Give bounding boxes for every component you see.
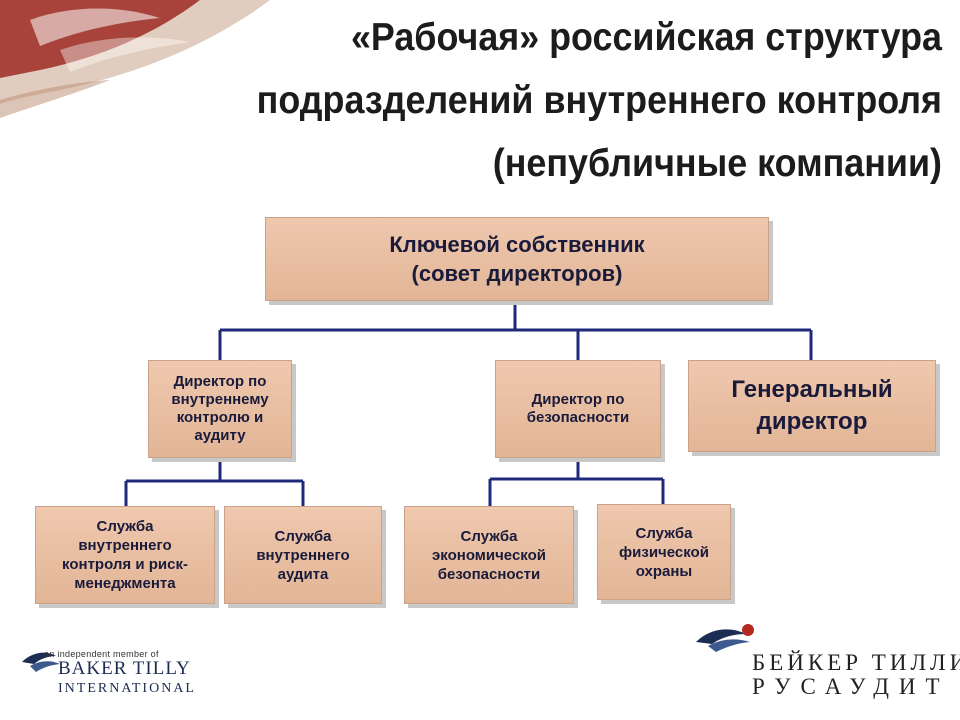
baker-tilly-tagline: an independent member of: [44, 649, 159, 659]
node-key-owner-line1: Ключевой собственник: [389, 232, 645, 257]
node-service-economic-security: Служба экономической безопасности: [404, 506, 574, 604]
node-svc-audit-line1: Служба: [274, 527, 332, 545]
node-dir-ic-line1: Директор по: [173, 373, 267, 390]
node-service-physical-security: Служба физической охраны: [597, 504, 731, 600]
node-ceo-line1: Генеральный: [731, 376, 893, 403]
node-svc-econ-line1: Служба: [460, 527, 518, 545]
rusaudit-bird-icon: [696, 624, 754, 652]
title-line-3: (непубличные компании): [492, 142, 942, 185]
baker-tilly-bird-icon: [22, 652, 60, 672]
node-key-owner: Ключевой собственник (совет директоров): [265, 217, 769, 301]
node-svc-ic-line2: внутреннего: [78, 537, 172, 554]
node-svc-audit-line3: аудита: [277, 565, 329, 583]
title-line-2: подразделений внутреннего контроля: [256, 79, 942, 122]
node-director-internal-control: Директор по внутреннему контролю и аудит…: [148, 360, 292, 458]
node-dir-sec-line1: Директор по: [531, 391, 625, 408]
node-svc-phys-line2: физической: [619, 543, 709, 561]
node-svc-phys-line1: Служба: [635, 524, 693, 542]
node-svc-ic-line3: контроля и риск-: [62, 556, 188, 573]
node-dir-ic-line3: контролю и: [176, 409, 264, 426]
node-ceo-line2: директор: [756, 408, 868, 435]
rusaudit-line2: РУСАУДИТ: [752, 674, 950, 699]
node-service-internal-control: Служба внутреннего контроля и риск- мене…: [35, 506, 215, 604]
node-service-internal-audit: Служба внутреннего аудита: [224, 506, 382, 604]
node-general-director: Генеральный директор: [688, 360, 936, 452]
node-svc-ic-line4: менеджмента: [74, 575, 176, 592]
node-svc-econ-line2: экономической: [432, 546, 546, 564]
rusaudit-line1: БЕЙКЕР ТИЛЛИ: [752, 650, 960, 675]
node-svc-ic-line1: Служба: [96, 518, 154, 535]
node-dir-ic-line4: аудиту: [194, 427, 246, 444]
baker-tilly-international: INTERNATIONAL: [58, 681, 196, 696]
node-svc-phys-line3: охраны: [635, 562, 693, 580]
node-svc-econ-line3: безопасности: [437, 565, 541, 583]
corner-ornament: [0, 0, 270, 118]
page-title: «Рабочая» российская структура подраздел…: [132, 6, 942, 195]
node-dir-sec-line2: безопасности: [526, 409, 630, 426]
title-line-1: «Рабочая» российская структура: [350, 16, 942, 59]
node-svc-audit-line2: внутреннего: [256, 546, 350, 564]
baker-tilly-name: BAKER TILLY: [58, 658, 191, 679]
node-director-security: Директор по безопасности: [495, 360, 661, 458]
node-key-owner-line2: (совет директоров): [411, 261, 623, 286]
node-dir-ic-line2: внутреннему: [171, 391, 269, 408]
